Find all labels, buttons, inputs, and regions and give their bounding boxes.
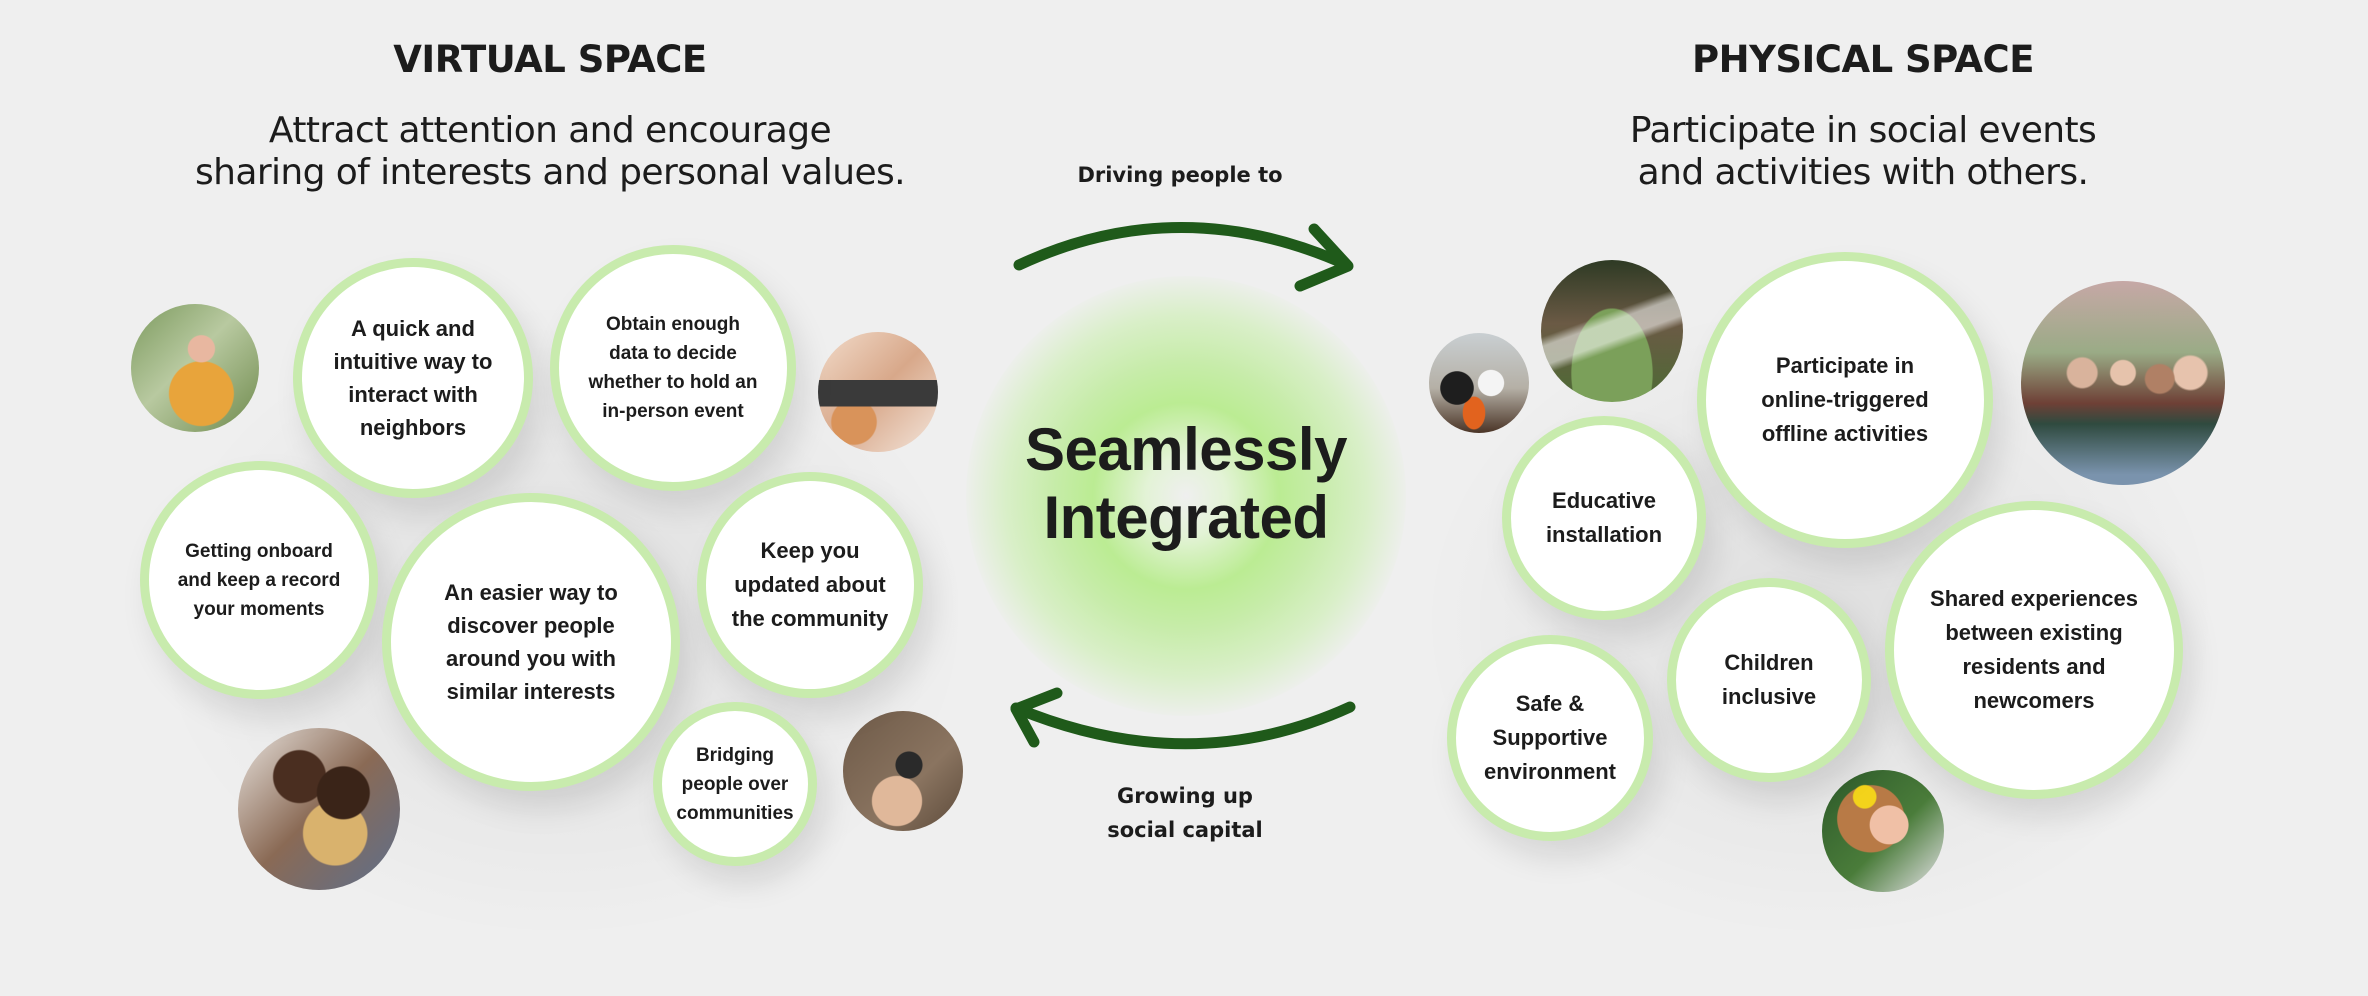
bubble-line: in-person event xyxy=(602,401,744,422)
bubble-line: Supportive xyxy=(1492,725,1608,750)
bubble-line: A quick and xyxy=(351,316,475,341)
bubble-line: the community xyxy=(731,606,889,631)
photo-group-of-friends xyxy=(2021,281,2225,485)
photo-watering-garden xyxy=(1541,260,1683,402)
bubble-line: newcomers xyxy=(1973,688,2095,713)
bubble-line: interact with xyxy=(348,382,478,407)
bubble-line: around you with xyxy=(446,646,616,671)
bubble-line: online-triggered xyxy=(1761,387,1929,412)
virtual-space-description: Attract attention and encourage sharing … xyxy=(100,110,1000,194)
bubble-line: between existing xyxy=(1945,620,2123,645)
virtual-space-heading: VIRTUAL SPACE xyxy=(393,38,707,81)
photo-hands-holding-smartphone xyxy=(843,711,963,831)
photo-child-with-face-paint xyxy=(1822,770,1944,892)
bubble-educative-installation: Educative installation xyxy=(1502,416,1706,620)
bubble-line: Obtain enough xyxy=(605,314,741,335)
bubble-line: discover people xyxy=(447,613,615,638)
bubble-quick-interaction: A quick and intuitive way to interact wi… xyxy=(293,258,533,498)
bubble-safe-supportive: Safe & Supportive environment xyxy=(1447,635,1653,841)
bubble-getting-onboard: Getting onboard and keep a record your m… xyxy=(140,461,378,699)
arrow-to-virtual-icon xyxy=(1010,687,1356,750)
bubble-discover-people: An easier way to discover people around … xyxy=(382,493,680,791)
bubble-line: environment xyxy=(1483,759,1617,784)
bubble-line: An easier way to xyxy=(444,580,618,605)
center-title-line: Seamlessly xyxy=(1025,416,1347,483)
bubble-line: Children xyxy=(1724,650,1814,675)
social-capital-line: Growing up xyxy=(1117,784,1253,808)
bubble-line: installation xyxy=(1545,522,1663,547)
bubble-line: and keep a record xyxy=(177,569,341,591)
bubble-children-inclusive: Children inclusive xyxy=(1667,578,1871,782)
bubble-line: Educative xyxy=(1552,488,1656,513)
bubble-line: communities xyxy=(676,802,794,824)
bubble-line: Participate in xyxy=(1775,353,1915,378)
bubble-line: neighbors xyxy=(359,415,467,440)
bubble-shared-experiences: Shared experiences between existing resi… xyxy=(1885,501,2183,799)
bubble-line: Safe & xyxy=(1515,691,1585,716)
bubble-line: intuitive way to xyxy=(333,349,493,374)
bubble-offline-activities: Participate in online-triggered offline … xyxy=(1697,252,1993,548)
bubble-line: Getting onboard xyxy=(185,540,333,562)
bubble-line: people over xyxy=(681,773,789,795)
virtual-description-line: Attract attention and encourage xyxy=(268,110,832,151)
bubble-line: inclusive xyxy=(1721,684,1817,709)
virtual-description-line: sharing of interests and personal values… xyxy=(194,152,906,193)
photo-phone-capturing-food xyxy=(818,332,938,452)
arrow-to-physical-icon xyxy=(1013,222,1354,292)
physical-description-line: and activities with others. xyxy=(1637,152,2089,193)
bubble-line: residents and xyxy=(1962,654,2106,679)
bubble-line: whether to hold an xyxy=(588,372,758,393)
bubble-line: Keep you xyxy=(760,538,860,563)
center-title: Seamlessly Integrated xyxy=(966,416,1406,552)
bubble-bridging-communities: Bridging people over communities xyxy=(653,702,817,866)
photo-couple-cooking xyxy=(1429,333,1529,433)
bubble-line: updated about xyxy=(734,572,886,597)
photo-woman-with-phone xyxy=(131,304,259,432)
bubble-obtain-data: Obtain enough data to decide whether to … xyxy=(550,245,796,491)
bubble-community-updates: Keep you updated about the community xyxy=(697,472,923,698)
social-capital-line: social capital xyxy=(1107,818,1263,842)
bubble-line: offline activities xyxy=(1761,421,1929,446)
center-glow xyxy=(966,276,1406,716)
physical-space-description: Participate in social events and activit… xyxy=(1463,110,2263,194)
bubble-line: Shared experiences xyxy=(1930,586,2138,611)
bubble-line: your moments xyxy=(193,598,325,620)
center-title-line: Integrated xyxy=(1043,484,1329,551)
physical-space-heading: PHYSICAL SPACE xyxy=(1692,38,2034,81)
bubble-line: Bridging xyxy=(695,744,775,766)
bubble-line: data to decide xyxy=(609,343,737,364)
social-capital-label: Growing up social capital xyxy=(1035,779,1335,847)
bubble-line: similar interests xyxy=(446,679,616,704)
driving-people-label: Driving people to xyxy=(1077,163,1283,187)
photo-friends-looking-at-phone xyxy=(238,728,400,890)
physical-description-line: Participate in social events xyxy=(1629,110,2097,151)
